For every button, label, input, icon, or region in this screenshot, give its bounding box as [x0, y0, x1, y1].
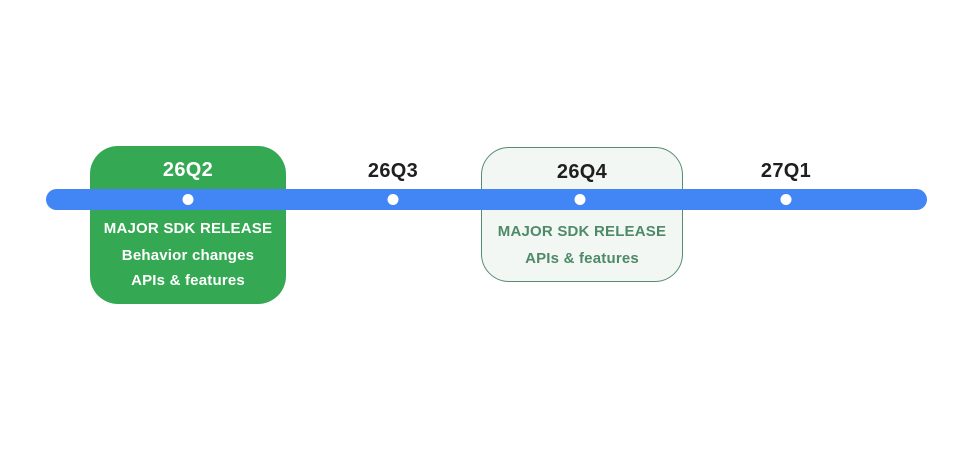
quarter-label-26q3: 26Q3	[367, 160, 419, 182]
timeline-dot-27q1	[780, 194, 792, 205]
milestone-26q4-line-major-sdk-release: MAJOR SDK RELEASE	[497, 223, 667, 240]
quarter-label-27q1: 27Q1	[760, 160, 812, 182]
timeline-line	[46, 189, 927, 210]
milestone-26q4-line-apis-features: APIs & features	[525, 250, 639, 267]
milestone-card-26q2: 26Q2 MAJOR SDK RELEASE Behavior changes …	[90, 146, 286, 304]
milestone-26q2-line-behavior-changes: Behavior changes	[121, 247, 255, 264]
quarter-label-26q2: 26Q2	[162, 159, 214, 181]
milestone-26q2-line-apis-features: APIs & features	[131, 272, 245, 289]
milestone-26q2-line-major-sdk-release: MAJOR SDK RELEASE	[103, 220, 273, 237]
timeline-dot-26q3	[387, 194, 399, 205]
milestone-card-26q4: 26Q4 MAJOR SDK RELEASE APIs & features	[481, 147, 683, 282]
quarter-label-26q4: 26Q4	[556, 161, 608, 183]
timeline-dot-26q4	[574, 194, 586, 205]
timeline-dot-26q2	[182, 194, 194, 205]
